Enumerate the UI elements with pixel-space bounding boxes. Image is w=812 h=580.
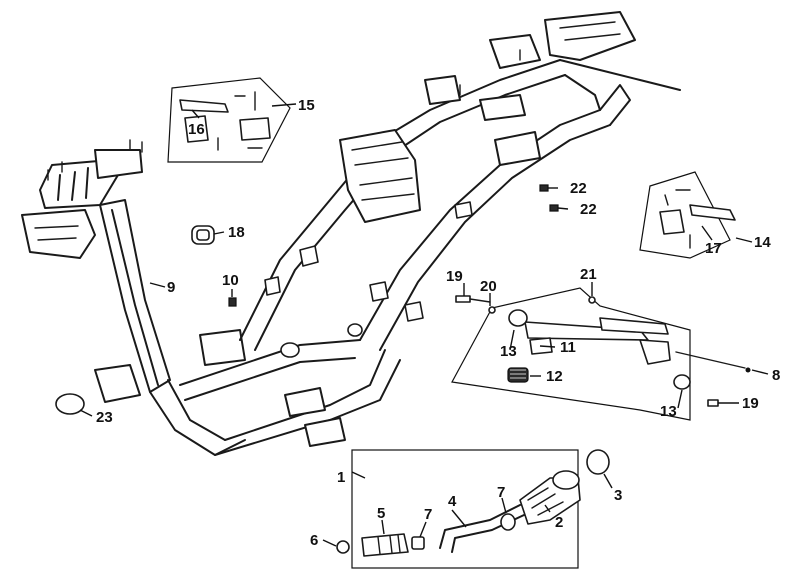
filler-group [55, 184, 610, 569]
callout-22a: 22 [570, 180, 587, 197]
callout-22b: 22 [580, 201, 597, 218]
callout-1: 1 [337, 469, 345, 486]
leader-lines [79, 103, 769, 547]
callout-19a: 19 [446, 268, 463, 285]
callout-2: 2 [555, 514, 563, 531]
callout-18: 18 [228, 224, 245, 241]
parts-group-14-17 [639, 171, 736, 259]
callout-13b: 13 [660, 403, 677, 420]
callout-9: 9 [167, 279, 175, 296]
callout-20: 20 [480, 278, 497, 295]
callout-6: 6 [310, 532, 318, 549]
callout-17: 17 [705, 240, 722, 257]
callout-4: 4 [448, 493, 457, 510]
callout-3: 3 [614, 487, 622, 504]
callout-16: 16 [188, 121, 205, 138]
callout-12: 12 [546, 368, 563, 385]
callout-14: 14 [754, 234, 771, 251]
main-frame [21, 11, 681, 456]
callout-19b: 19 [742, 395, 759, 412]
callout-15: 15 [298, 97, 315, 114]
callout-13a: 13 [500, 343, 517, 360]
callout-7b: 7 [497, 484, 505, 501]
callout-5: 5 [377, 505, 385, 522]
callout-8: 8 [772, 367, 780, 384]
kickstand-group [451, 287, 751, 421]
callout-21: 21 [580, 266, 597, 283]
callout-23: 23 [96, 409, 113, 426]
callout-10: 10 [222, 272, 239, 289]
parts-group-15-16 [167, 77, 291, 163]
callout-11: 11 [560, 339, 576, 356]
callout-7a: 7 [424, 506, 432, 523]
callout-labels: 1 2 3 4 5 6 7 7 8 9 10 11 12 13 13 14 15… [96, 97, 780, 549]
